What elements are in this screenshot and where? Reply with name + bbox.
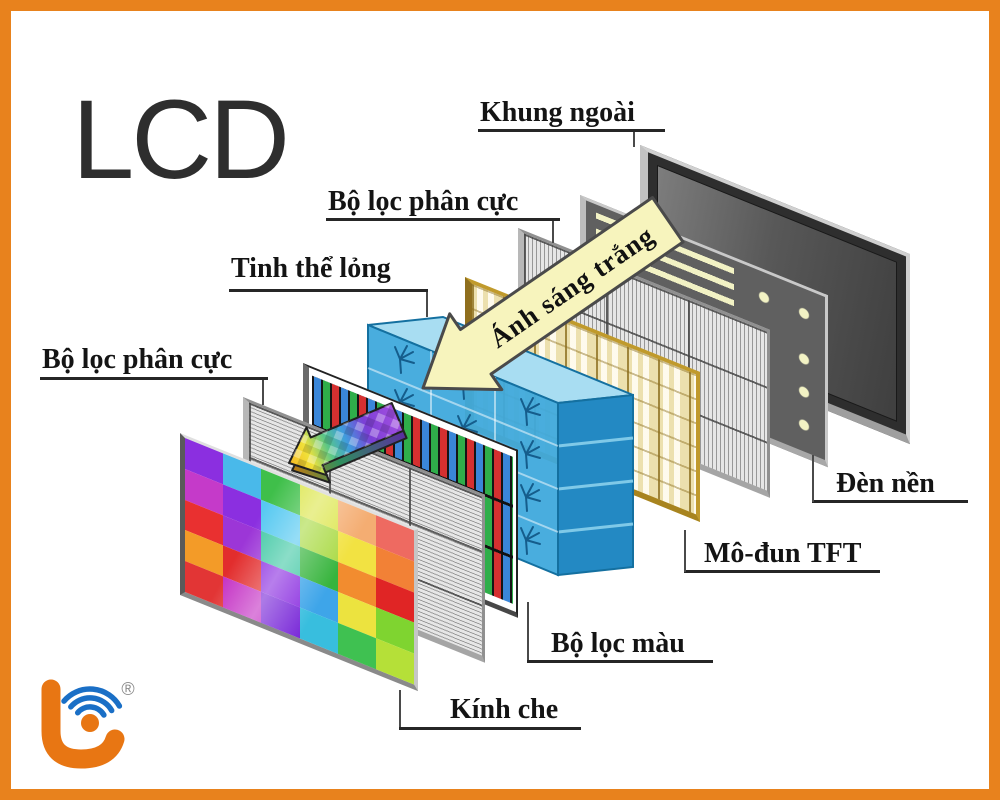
wifi-signal-icon <box>61 686 123 718</box>
label-khung-ngoai: Khung ngoài <box>480 97 635 128</box>
logo-dot-icon <box>81 714 99 732</box>
registered-mark: ® <box>121 679 134 699</box>
label-bo-loc-phan-cuc-sau: Bộ lọc phân cực <box>328 186 519 217</box>
label-mo-dun-tft: Mô-đun TFT <box>704 538 862 569</box>
connector-khung-ngoai <box>633 132 635 147</box>
underline-khung-ngoai <box>478 129 665 132</box>
label-den-nen: Đèn nền <box>836 468 935 499</box>
connector-tinh-the-long <box>426 292 428 317</box>
label-bo-loc-phan-cuc-truoc: Bộ lọc phân cực <box>42 344 233 375</box>
logo-t-icon <box>41 679 125 769</box>
underline-bo-loc-phan-cuc-sau <box>326 218 560 221</box>
underline-tinh-the-long <box>229 289 428 292</box>
underline-bo-loc-phan-cuc-truoc <box>40 377 268 380</box>
underline-mo-dun-tft <box>684 570 880 573</box>
underline-den-nen <box>812 500 968 503</box>
label-bo-loc-mau: Bộ lọc màu <box>551 628 685 659</box>
connector-bo-loc-mau <box>527 602 529 660</box>
label-kinh-che: Kính che <box>450 694 559 725</box>
underline-kinh-che <box>399 727 581 730</box>
connector-bo-loc-phan-cuc-truoc <box>262 380 264 405</box>
page-title: LCD <box>72 77 290 202</box>
connector-kinh-che <box>399 690 401 727</box>
brand-logo: ® <box>41 679 135 769</box>
underline-bo-loc-mau <box>527 660 713 663</box>
connector-mo-dun-tft <box>684 530 686 572</box>
connector-bo-loc-phan-cuc-sau <box>552 221 554 243</box>
label-tinh-the-long: Tinh thể lỏng <box>231 253 391 284</box>
connector-den-nen <box>812 455 814 502</box>
